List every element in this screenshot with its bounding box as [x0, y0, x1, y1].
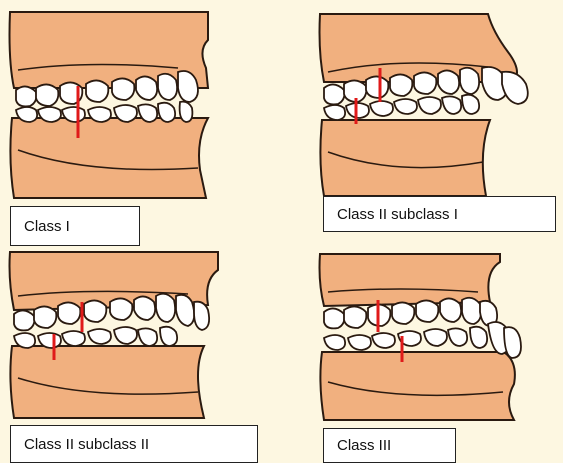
- class-1-illustration: [8, 10, 218, 200]
- lower-jaw: [10, 346, 204, 418]
- class-2-subclass-1-jaw-drawing: [318, 12, 548, 198]
- class-2-subclass-2-illustration: [8, 250, 223, 420]
- class-2-subclass-1-label: Class II subclass I: [323, 196, 556, 232]
- class-2-subclass-2-jaw-drawing: [8, 250, 223, 420]
- lower-teeth: [14, 327, 177, 348]
- class-1-label: Class I: [10, 206, 140, 246]
- class-3-label: Class III: [323, 428, 456, 463]
- lower-jaw: [320, 352, 514, 420]
- class-2-subclass-1-illustration: [318, 12, 548, 198]
- class-1-jaw-drawing: [8, 10, 218, 200]
- class-3-illustration: [318, 252, 548, 422]
- lower-jaw: [10, 118, 208, 198]
- class-3-jaw-drawing: [318, 252, 548, 422]
- class-2-subclass-2-label: Class II subclass II: [10, 425, 258, 463]
